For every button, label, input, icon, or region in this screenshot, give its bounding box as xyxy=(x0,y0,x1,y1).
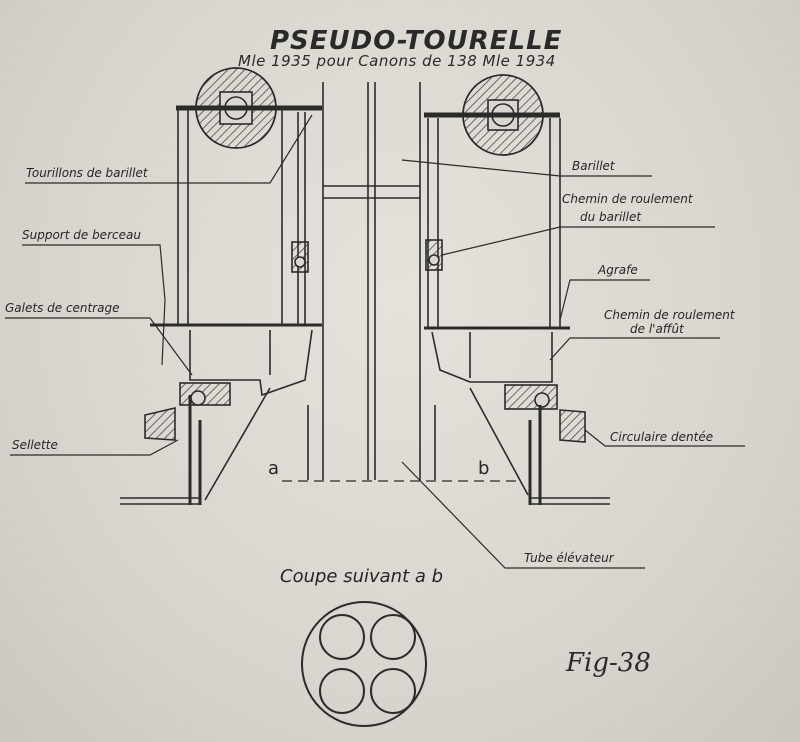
label-chemin-affut-1: Chemin de roulement xyxy=(604,308,735,322)
label-sellette: Sellette xyxy=(12,438,58,452)
label-chemin-barillet-2: du barillet xyxy=(580,210,642,224)
label-chemin-affut-2: de l'affût xyxy=(630,322,684,336)
figure-number: Fig-38 xyxy=(566,648,651,678)
section-mark-b: b xyxy=(478,458,490,479)
section-mark-a: a xyxy=(268,458,280,479)
label-agrafe: Agrafe xyxy=(598,263,638,277)
right-trunnion xyxy=(424,74,560,156)
right-leaders xyxy=(401,159,745,569)
label-galets: Galets de centrage xyxy=(5,301,120,315)
label-chemin-barillet-1: Chemin de roulement xyxy=(562,192,693,206)
left-trunnion xyxy=(176,67,322,149)
drawing-title: PSEUDO-TOURELLE xyxy=(270,26,563,56)
drawing-subtitle: Mle 1935 pour Canons de 138 Mle 1934 xyxy=(238,52,556,70)
section-title: Coupe suivant a b xyxy=(280,566,444,587)
right-cradle xyxy=(424,118,610,505)
label-support: Support de berceau xyxy=(22,228,141,242)
cross-section xyxy=(301,601,427,727)
label-barillet: Barillet xyxy=(572,159,615,173)
central-tube xyxy=(307,82,436,480)
label-circulaire: Circulaire dentée xyxy=(610,430,714,444)
left-cradle xyxy=(120,110,322,505)
label-tourillons: Tourillons de barillet xyxy=(26,166,148,180)
label-tube: Tube élévateur xyxy=(524,551,614,565)
left-leaders xyxy=(5,114,313,456)
